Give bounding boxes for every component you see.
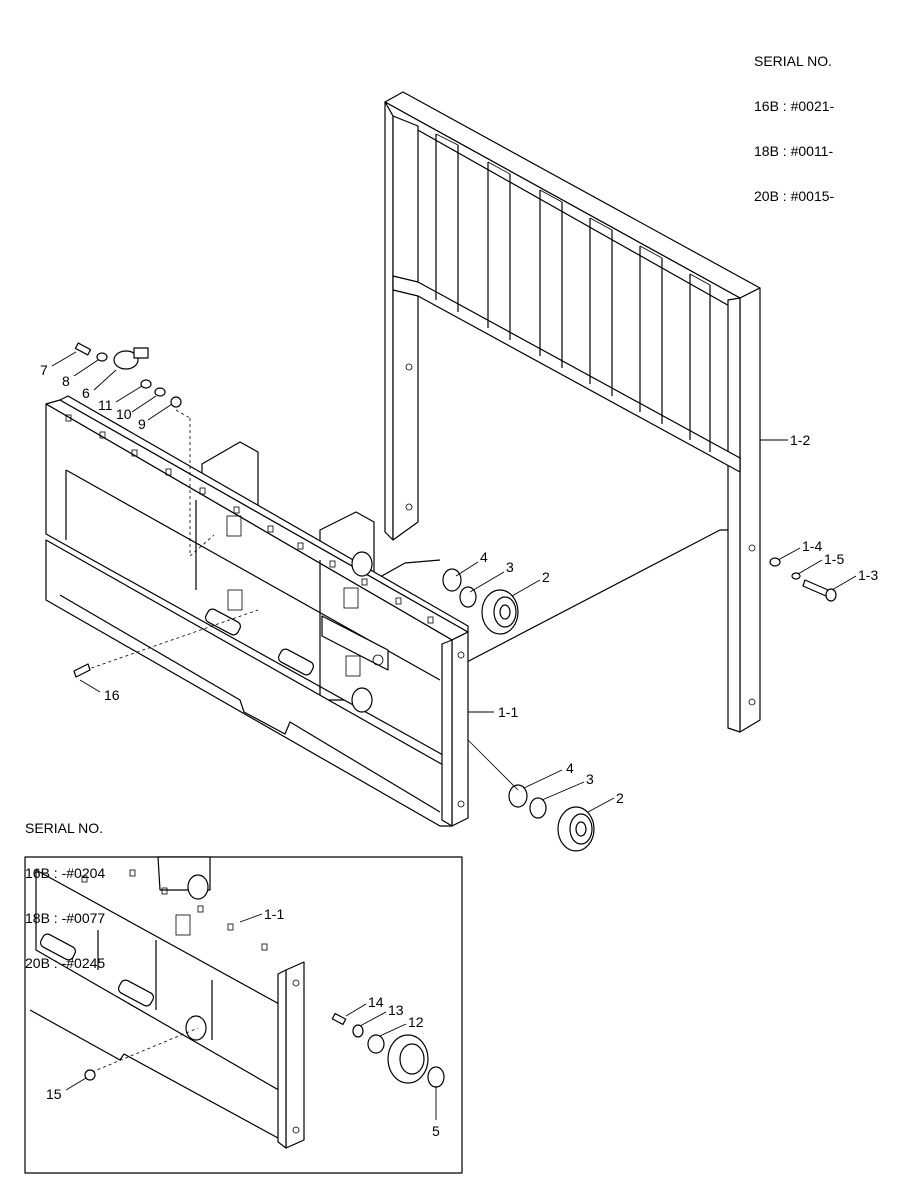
- callout-2-lower: 2: [616, 790, 624, 806]
- callout-1-5: 1-5: [824, 551, 844, 567]
- inset-detail: [24, 856, 463, 1174]
- serial-title-top: SERIAL NO.: [754, 53, 833, 69]
- hardware-right: [769, 557, 837, 602]
- bolt-16: [73, 663, 91, 678]
- serial-block-top: SERIAL NO. 16B : #0021- 18B : #0011- 20B…: [754, 24, 834, 234]
- callout-16: 16: [104, 687, 120, 703]
- callout-1-1-inset: 1-1: [264, 906, 284, 922]
- callout-5: 5: [432, 1123, 440, 1139]
- roller-upper: [442, 568, 519, 635]
- callout-9: 9: [138, 416, 146, 432]
- callout-4-lower: 4: [566, 760, 574, 776]
- callout-3-upper: 3: [506, 559, 514, 575]
- serial-block-inset: SERIAL NO. 16B : -#0204 18B : -#0077 20B…: [25, 791, 105, 1001]
- serial-line-18b-inset: 18B : -#0077: [25, 910, 106, 926]
- serial-line-16b-top: 16B : #0021-: [754, 98, 835, 114]
- callout-10: 10: [116, 406, 132, 422]
- callout-1-3: 1-3: [858, 567, 878, 583]
- callout-4-upper: 4: [480, 549, 488, 565]
- serial-line-16b-inset: 16B : -#0204: [25, 865, 106, 881]
- callout-1-2: 1-2: [790, 432, 810, 448]
- callout-15: 15: [46, 1086, 62, 1102]
- hardware-top-left: [74, 342, 191, 419]
- callout-1-4: 1-4: [802, 538, 822, 554]
- fork-carriage: [45, 395, 469, 827]
- serial-title-inset: SERIAL NO.: [25, 820, 104, 836]
- callout-1-1-main: 1-1: [498, 704, 518, 720]
- roller-lower: [467, 739, 595, 852]
- callout-14: 14: [368, 994, 384, 1010]
- callout-8: 8: [62, 373, 70, 389]
- callout-labels: 7 8 6 11 10 9 1-2 1-4 1-5 1-3 4 3 2 16 1…: [40, 362, 878, 1139]
- callout-6: 6: [82, 385, 90, 401]
- callout-7: 7: [40, 362, 48, 378]
- callout-2-upper: 2: [542, 569, 550, 585]
- callout-3-lower: 3: [586, 771, 594, 787]
- leader-lines: [51, 351, 857, 1120]
- serial-line-18b-top: 18B : #0011-: [754, 143, 834, 159]
- callout-13: 13: [388, 1002, 404, 1018]
- callout-12: 12: [408, 1014, 424, 1030]
- serial-line-20b-top: 20B : #0015-: [754, 188, 835, 204]
- serial-line-20b-inset: 20B : -#0245: [25, 955, 106, 971]
- load-backrest: [379, 91, 761, 733]
- callout-11: 11: [98, 397, 113, 413]
